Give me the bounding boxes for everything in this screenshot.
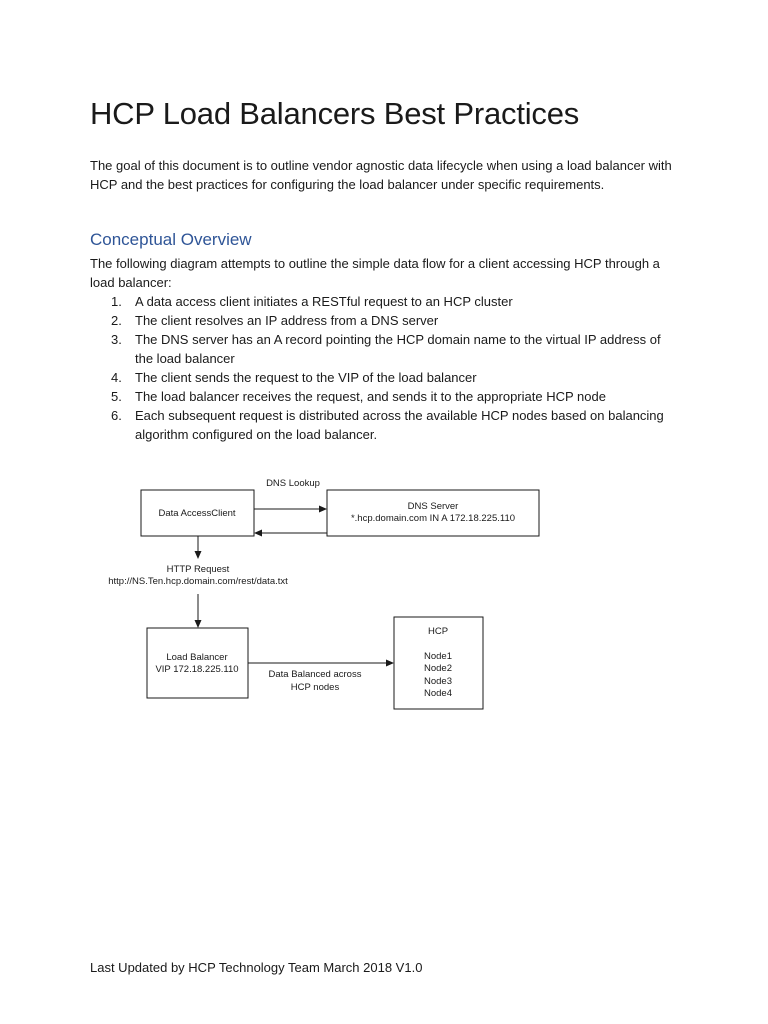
list-item: 2. The client resolves an IP address from… (90, 311, 680, 330)
list-item-text: The client sends the request to the VIP … (135, 370, 477, 385)
list-item-number: 6. (111, 408, 122, 423)
footer-text: Last Updated by HCP Technology Team Marc… (90, 960, 423, 975)
http-request-url: http://NS.Ten.hcp.domain.com/rest/data.t… (108, 576, 288, 587)
list-item-number: 4. (111, 370, 122, 385)
list-item: 4. The client sends the request to the VI… (90, 368, 680, 387)
client-box (140, 489, 255, 537)
list-item-number: 2. (111, 313, 122, 328)
list-item-text: A data access client initiates a RESTful… (135, 294, 513, 309)
balanced-label-line2: HCP nodes (291, 682, 340, 693)
list-item-text: The DNS server has an A record pointing … (135, 332, 661, 366)
dns-server-title: DNS Server (408, 501, 459, 512)
hcp-node: Node1 (424, 651, 452, 662)
hcp-node: Node2 (424, 663, 452, 674)
list-item-text: Each subsequent request is distributed a… (135, 408, 664, 442)
load-balancer-title: Load Balancer (166, 652, 227, 663)
section-heading: Conceptual Overview (90, 230, 252, 249)
intro-paragraph: The goal of this document is to outline … (90, 158, 672, 192)
list-item-number: 1. (111, 294, 122, 309)
dns-server-record: *.hcp.domain.com IN A 172.18.225.110 (351, 513, 515, 524)
hcp-box (393, 616, 484, 710)
list-item-text: The client resolves an IP address from a… (135, 313, 439, 328)
balanced-label-line1: Data Balanced across (269, 669, 362, 680)
hcp-title: HCP (428, 626, 448, 637)
list-item: 5. The load balancer receives the request… (90, 387, 680, 406)
steps-list: 1. A data access client initiates a RESTf… (90, 292, 680, 444)
list-item-number: 3. (111, 332, 122, 347)
hcp-node: Node3 (424, 676, 452, 687)
list-item: 3. The DNS server has an A record pointin… (90, 330, 680, 368)
list-item-text: The load balancer receives the request, … (135, 389, 606, 404)
section-intro-paragraph: The following diagram attempts to outlin… (90, 256, 660, 290)
list-item: 1. A data access client initiates a RESTf… (90, 292, 680, 311)
dns-lookup-label: DNS Lookup (266, 478, 320, 489)
http-request-label: HTTP Request (167, 564, 230, 575)
list-item: 6. Each subsequent request is distributed… (90, 406, 680, 444)
load-balancer-box (146, 627, 249, 699)
list-item-number: 5. (111, 389, 122, 404)
hcp-node: Node4 (424, 688, 452, 699)
client-label: Data AccessClient (158, 508, 235, 519)
load-balancer-vip: VIP 172.18.225.110 (155, 664, 238, 675)
page-title: HCP Load Balancers Best Practices (90, 96, 580, 131)
dns-server-box (326, 489, 540, 537)
